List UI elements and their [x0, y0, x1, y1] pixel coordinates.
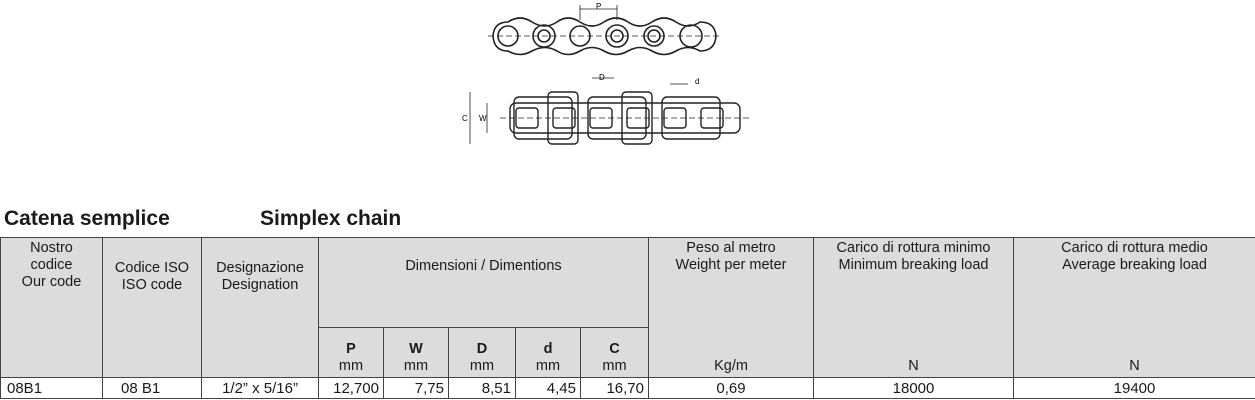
cell-w: 7,75: [383, 377, 449, 399]
unit-min-load: N: [908, 358, 919, 374]
cell-avg-load: 19400: [1013, 377, 1255, 399]
cell-c: 16,70: [580, 377, 649, 399]
cell-designation: 1/2” x 5/16”: [201, 377, 319, 399]
label-p: P: [596, 2, 601, 11]
label-d-upper: D: [599, 73, 605, 82]
chain-technical-drawing: P D d C W: [462, 2, 752, 145]
cell-iso: 08 B1: [102, 377, 202, 399]
chain-top-view: [469, 77, 752, 145]
header-avg-load: Carico di rottura medio Average breaking…: [1013, 237, 1255, 378]
chain-side-view: [488, 5, 722, 56]
cell-code: 08B1: [0, 377, 103, 399]
title-italian: Catena semplice: [4, 207, 170, 230]
header-our-code: Nostro codice Our code: [0, 237, 103, 378]
unit-avg-load: N: [1129, 358, 1140, 374]
unit-weight: Kg/m: [714, 358, 748, 374]
label-c: C: [462, 114, 468, 123]
cell-d-upper: 8,51: [448, 377, 516, 399]
header-dimensions: Dimensioni / Dimentions: [318, 237, 649, 328]
header-min-load: Carico di rottura minimo Minimum breakin…: [813, 237, 1014, 378]
cell-min-load: 18000: [813, 377, 1014, 399]
chain-spec-table: Nostro codice Our code Codice ISO ISO co…: [0, 237, 1255, 399]
header-designation: Designazione Designation: [201, 237, 319, 378]
header-weight: Peso al metro Weight per meter Kg/m: [648, 237, 814, 378]
cell-weight: 0,69: [648, 377, 814, 399]
cell-d-lower: 4,45: [515, 377, 581, 399]
label-w: W: [479, 114, 487, 123]
table-row: 08B1 08 B1 1/2” x 5/16” 12,700 7,75 8,51…: [0, 377, 1255, 399]
label-d-lower: d: [695, 77, 699, 86]
title-english: Simplex chain: [260, 207, 402, 230]
header-iso-code: Codice ISO ISO code: [102, 237, 202, 378]
cell-p: 12,700: [318, 377, 384, 399]
